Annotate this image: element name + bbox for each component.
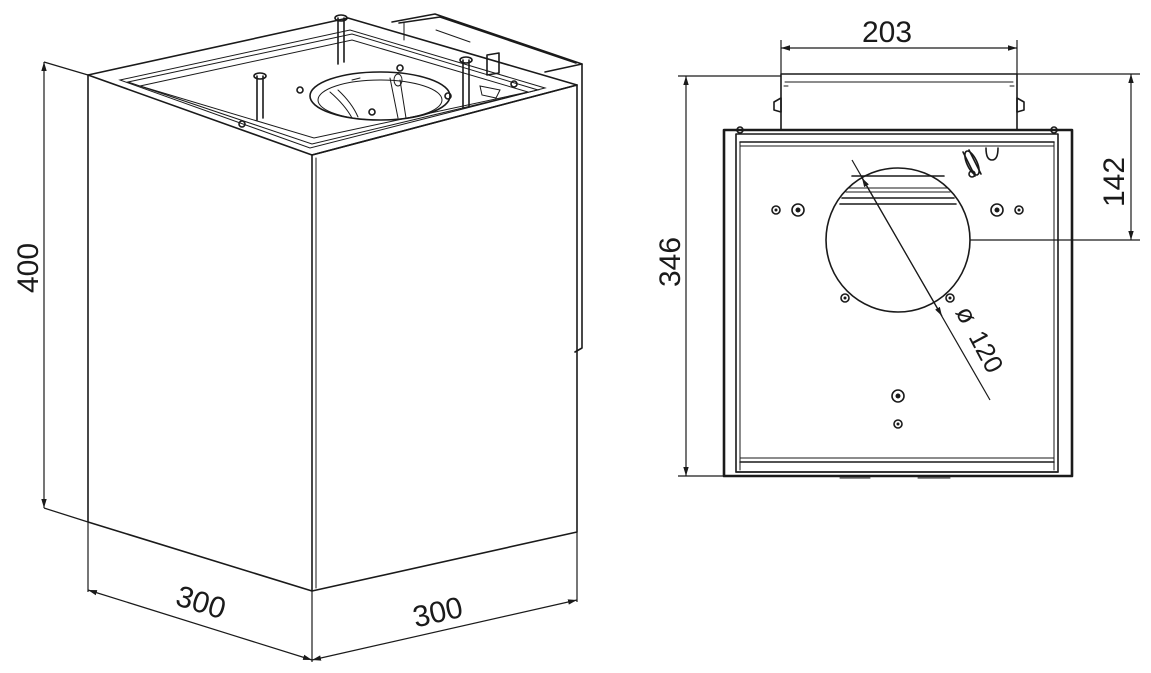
- dim-width-300: 300: [311, 532, 578, 661]
- dim-depth-346: 346: [654, 75, 781, 477]
- dim-offset-142: 142: [970, 73, 1140, 241]
- dim-diameter-label: 120: [963, 325, 1010, 377]
- dim-depth-300: 300: [87, 522, 313, 662]
- dim-depth-346-label: 346: [654, 237, 687, 287]
- bottom-view: 203 346 142 ø 120: [654, 16, 1140, 479]
- dim-diameter-120: ø 120: [851, 159, 1010, 401]
- plate-screws: [771, 203, 1024, 429]
- dim-height-400: 400: [12, 61, 89, 523]
- hood-body: [87, 17, 578, 592]
- duct-opening: [309, 71, 451, 121]
- dim-width-label: 300: [410, 591, 466, 634]
- cable-clip: [962, 147, 999, 178]
- rear-bracket-box: [391, 13, 583, 353]
- mounting-rods: [253, 14, 473, 121]
- base-plate: [722, 126, 1074, 479]
- dim-width-203-label: 203: [862, 16, 912, 49]
- isometric-view: 400 300 300: [12, 13, 583, 662]
- dim-width-203: 203: [780, 16, 1018, 74]
- dim-offset-142-label: 142: [1098, 157, 1131, 207]
- dim-diameter-symbol: ø: [950, 301, 984, 329]
- top-bracket: [773, 73, 1025, 131]
- top-screws: [238, 64, 518, 128]
- dim-height-label: 400: [12, 243, 45, 293]
